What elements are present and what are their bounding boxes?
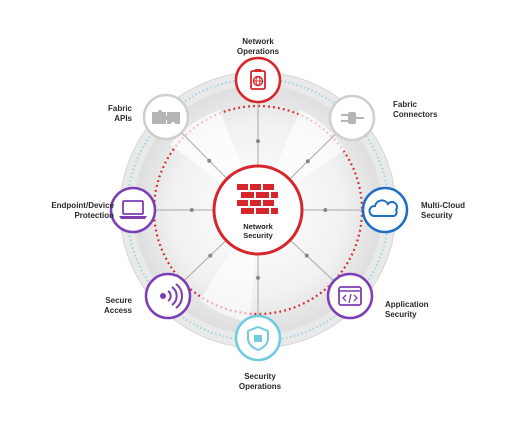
- node-network-operations[interactable]: [234, 56, 282, 104]
- label-security-operations: Security Operations: [238, 372, 282, 391]
- label-endpoint-device-protection: Endpoint/Device Protection: [51, 201, 114, 220]
- label-fabric-connectors: Fabric Connectors: [393, 100, 438, 119]
- label-application-security: Application Security: [385, 300, 429, 319]
- node-application-security[interactable]: [326, 272, 374, 320]
- firewall-icon: [237, 184, 278, 214]
- node-endpoint-device-protection[interactable]: [109, 186, 157, 234]
- label-fabric-apis: Fabric APIs: [107, 104, 132, 123]
- center-node[interactable]: [212, 164, 304, 256]
- laptop-icon: [119, 200, 147, 219]
- spoke-joint: [207, 158, 212, 163]
- node-ring: [361, 186, 409, 234]
- node-security-operations[interactable]: [234, 314, 282, 362]
- shield-icon: [247, 325, 269, 352]
- node-fabric-connectors[interactable]: [328, 94, 376, 142]
- center-label: Network Security: [243, 222, 273, 240]
- spoke-joint: [305, 159, 310, 164]
- code-window-icon: [338, 286, 362, 306]
- spoke-joint: [208, 253, 213, 258]
- clipboard-globe-icon: [250, 69, 266, 90]
- node-multi-cloud-security[interactable]: [361, 186, 409, 234]
- label-multi-cloud-security: Multi-Cloud Security: [421, 201, 465, 220]
- spoke-joint: [304, 253, 309, 258]
- spoke-joint: [256, 139, 260, 144]
- wireless-icon: [160, 283, 183, 309]
- node-ring: [109, 186, 157, 234]
- cloud-icon: [368, 199, 398, 217]
- nodes-layer: [109, 56, 409, 362]
- plug-icon: [341, 112, 364, 124]
- label-secure-access: Secure Access: [103, 296, 132, 315]
- spoke-joint: [256, 275, 260, 280]
- node-ring: [234, 56, 282, 104]
- node-fabric-apis[interactable]: [142, 93, 190, 141]
- label-network-operations: Network Operations: [236, 37, 280, 56]
- node-ring: [144, 272, 192, 320]
- puzzle-icon: [152, 110, 180, 124]
- node-secure-access[interactable]: [144, 272, 192, 320]
- spoke-joint: [189, 208, 194, 212]
- spoke-joint: [323, 208, 328, 212]
